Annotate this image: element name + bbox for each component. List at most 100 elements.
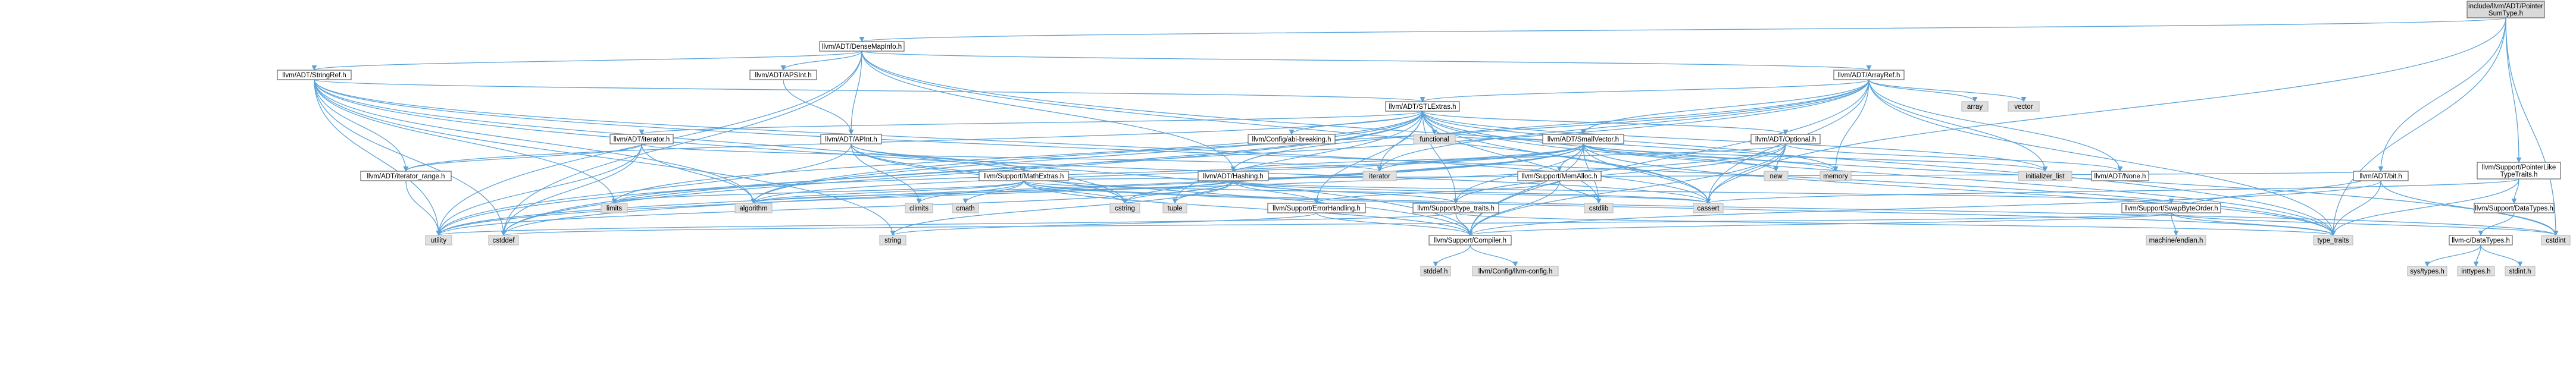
node-cassert: cassert [1693,203,1724,213]
edge-arrayref-to-none [1868,79,2123,172]
edge-typetraits_s-to-utility [436,212,1456,236]
node-box [488,235,519,246]
edge-arrayref-to-initializer_list [1868,79,2048,172]
node-box [1542,134,1624,144]
node-llvm-adt-stringref-h[interactable]: llvm/ADT/StringRef.h [277,70,352,80]
node-box [2477,162,2561,180]
node-llvm-adt-arrayref-h[interactable]: llvm/ADT/ArrayRef.h [1833,70,1905,80]
node-label: llvm/ADT/Hashing.h [1203,173,1264,180]
edge-pointerlike-to-cassert [1706,178,2519,204]
edge-mathextras-to-limits [611,180,1024,204]
edge-hashing-to-cassert [1233,180,1711,204]
node-iterator: iterator [1362,171,1397,181]
node-llvm-adt-iterator-h[interactable]: llvm/ADT/iterator.h [609,134,674,144]
node-llvm-adt-bit-h[interactable]: llvm/ADT/bit.h [2353,171,2409,181]
edge-iterator-to-cstddef [501,143,642,236]
edge-stringref-to-limits [314,79,617,204]
node-label: functional [1420,136,1449,143]
node-label: llvm/ADT/APSInt.h [755,72,811,79]
node-label: machine/endian.h [2149,237,2203,244]
node-llvm-support-errorhandling-h[interactable]: llvm/Support/ErrorHandling.h [1267,203,1366,213]
node-llvm-support-mathextras-h[interactable]: llvm/Support/MathExtras.h [978,171,1069,181]
edge-apint-to-compiler [851,143,1473,236]
node-box [1362,171,1397,181]
edge-mathextras-to-algorithm [751,180,1024,204]
node-label: vector [2014,103,2033,111]
node-box [1428,235,1512,246]
node-box [1412,203,1499,213]
node-label: memory [1823,173,1848,180]
node-llvm-support-type-traits-h[interactable]: llvm/Support/type_traits.h [1412,203,1499,213]
node-label: llvm/Support/type_traits.h [1417,205,1495,212]
node-label: llvm/Support/MathExtras.h [984,173,1064,180]
node-box [2466,1,2545,18]
node-label: llvm/Support/Compiler.h [1434,237,1506,244]
node-label: llvm/ADT/iterator_range.h [367,173,445,180]
edge-typetraits_s-to-type_traits [1455,212,2336,236]
edge-smallvector-to-iterator_std [1377,143,1584,172]
edge-hashing-to-utility [436,180,1234,236]
node-llvm-support-memalloc-h[interactable]: llvm/Support/MemAlloc.h [1517,171,1602,181]
node-box [1517,171,1602,181]
node-label: llvm/ADT/iterator.h [614,136,670,143]
edge-arrayref-to-hashing [1230,79,1870,172]
node-llvm-adt-apsint-h[interactable]: llvm/ADT/APSInt.h [749,70,817,80]
edge-stringref-to-cassert [314,79,1711,204]
edges-layer [311,17,2559,267]
node-llvm-support-datatypes-h[interactable]: llvm/Support/DataTypes.h [2474,203,2555,213]
node-label: cstring [1115,205,1135,212]
node-label: cstddef [492,237,515,244]
node-label: cmath [956,205,974,212]
edge-optional-to-utility [436,143,1786,236]
edge-bit-to-type_traits [2330,180,2381,236]
node-llvm-adt-smallvector-h[interactable]: llvm/ADT/SmallVector.h [1542,134,1624,144]
edge-arrayref-to-type_traits [1868,79,2336,236]
node-label: llvm/ADT/StringRef.h [282,72,346,79]
node-box [749,70,817,80]
node-llvm-adt-densemapinfo-h[interactable]: llvm/ADT/DenseMapInfo.h [819,41,905,52]
node-box [2407,266,2447,276]
node-llvm-adt-optional-h[interactable]: llvm/ADT/Optional.h [1750,134,1821,144]
node-label: llvm/ADT/Optional.h [1755,136,1816,143]
node-llvm-adt-stlextras-h[interactable]: llvm/ADT/STLExtras.h [1385,101,1460,112]
node-tuple: tuple [1162,203,1187,213]
edge-stlextras-to-iterator [639,111,1423,135]
node-box [2353,171,2409,181]
node-label: TypeTraits.h [2500,171,2538,178]
node-cstring: cstring [1109,203,1140,213]
edge-iterator_range-to-utility [405,180,442,236]
node-llvm-support-compiler-h[interactable]: llvm/Support/Compiler.h [1428,235,1512,246]
node-llvm-support-swapbyteorder-h[interactable]: llvm/Support/SwapByteOrder.h [2121,203,2221,213]
node-box [1833,70,1905,80]
edge-stringref-to-stlextras [314,79,1425,102]
node-box [734,203,773,213]
node-llvm-adt-apint-h[interactable]: llvm/ADT/APInt.h [820,134,882,144]
node-box [1413,134,1456,144]
edge-main-to-bit [2378,17,2506,172]
node-label: string [884,237,901,244]
node-llvm-adt-none-h[interactable]: llvm/ADT/None.h [2091,171,2149,181]
node-llvm-config-abi-breaking-h[interactable]: llvm/Config/abi-breaking.h [1248,134,1336,144]
edge-densemapinfo-to-arrayref [861,51,1871,71]
node-box [2449,235,2513,246]
node-llvm-adt-iterator-range-h[interactable]: llvm/ADT/iterator_range.h [360,171,452,181]
node-label: llvm/ADT/bit.h [2359,173,2402,180]
edge-iterator-to-algorithm [641,143,756,204]
node-box [1961,101,1989,112]
node-llvm-adt-hashing-h[interactable]: llvm/ADT/Hashing.h [1198,171,1269,181]
node-label: iterator [1369,173,1390,180]
edge-stlextras-to-utility [436,111,1423,236]
node-label: llvm/Support/MemAlloc.h [1521,173,1597,180]
edge-datatypes_c-to-systypes [2424,244,2481,267]
node-box [2121,203,2221,213]
edge-swapbyteorder-to-compiler [1467,212,2172,236]
edge-smallvector-to-utility [436,143,1584,236]
node-box [819,41,905,52]
edge-datatypes_c-to-inttypes [2473,244,2481,267]
node-llvm-c-datatypes-h[interactable]: llvm-c/DataTypes.h [2449,235,2513,246]
node-label: utility [431,237,446,244]
edge-swapbyteorder-to-cstdint [2171,212,2559,236]
